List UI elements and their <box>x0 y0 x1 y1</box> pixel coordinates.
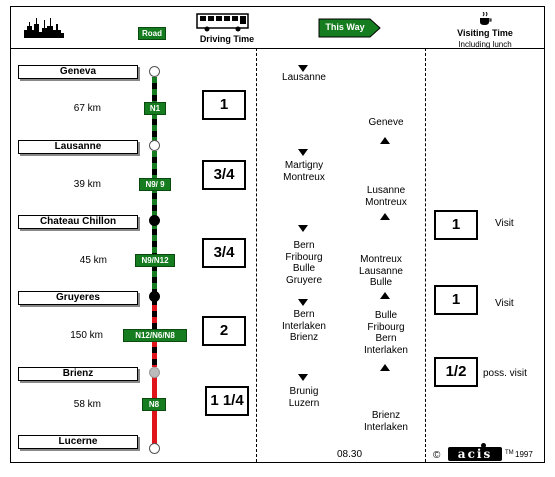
city-label-gruyeres: Gruyeres <box>18 291 138 305</box>
road-number-badge: N12/N6/N8 <box>123 329 187 342</box>
city-node-lucerne <box>149 443 160 454</box>
driving-time-box: 3/4 <box>202 238 246 268</box>
leg-distance: 58 km <box>73 399 101 410</box>
city-node-chateau-chillon <box>149 215 160 226</box>
visit-label: Visit <box>495 298 514 309</box>
visit-time-box: 1/2 <box>434 357 478 387</box>
return-arrow-icon <box>380 137 390 144</box>
city-label-geneva: Geneva <box>18 65 138 79</box>
road-number-badge: N9/ 9 <box>139 178 171 191</box>
outbound-stop: Lausanne <box>282 72 326 83</box>
visiting-time-label: Visiting Time <box>457 28 513 38</box>
column-divider-right <box>425 48 426 462</box>
logo-dot-icon <box>481 443 486 448</box>
city-node-gruyeres <box>149 291 160 302</box>
city-label-brienz: Brienz <box>18 367 138 381</box>
road-number-badge: N9/N12 <box>135 254 175 267</box>
leg-distance: 45 km <box>79 255 107 266</box>
coffee-cup-icon <box>478 11 492 31</box>
visit-time-box: 1 <box>434 285 478 315</box>
leg-distance: 150 km <box>70 330 103 341</box>
visit-label: poss. visit <box>483 368 527 379</box>
outbound-arrow-icon <box>298 374 308 381</box>
visit-time-box: 1 <box>434 210 478 240</box>
city-node-lausanne <box>149 140 160 151</box>
road-legend-badge: Road <box>138 27 166 40</box>
outbound-arrow-icon <box>298 65 308 72</box>
driving-time-box: 1 <box>202 90 246 120</box>
return-arrow-icon <box>380 292 390 299</box>
acis-logo: acis <box>448 447 502 461</box>
road-number-badge: N8 <box>142 398 166 411</box>
city-skyline-icon <box>24 14 64 43</box>
outbound-arrow-icon <box>298 225 308 232</box>
city-label-lucerne: Lucerne <box>18 435 138 449</box>
leg-distance: 39 km <box>73 179 101 190</box>
column-divider-left <box>256 48 257 462</box>
header-divider <box>10 48 545 49</box>
copyright-year: 1997 <box>515 450 533 459</box>
city-node-geneva <box>149 66 160 77</box>
outbound-arrow-icon <box>298 149 308 156</box>
road-number-badge: N1 <box>144 102 166 115</box>
city-node-brienz <box>149 367 160 378</box>
this-way-label: This Way <box>325 22 365 32</box>
trademark-label: TM <box>505 450 514 456</box>
return-arrow-icon <box>380 364 390 371</box>
driving-time-box: 2 <box>202 316 246 346</box>
this-way-arrow-icon: This Way <box>318 17 382 39</box>
leg-distance: 67 km <box>73 103 101 114</box>
outbound-arrow-icon <box>298 299 308 306</box>
city-label-chateau-chillon: Chateau Chillon <box>18 215 138 229</box>
bus-icon <box>196 12 250 37</box>
copyright-symbol: © <box>433 450 441 461</box>
departure-time: 08.30 <box>337 449 363 460</box>
visit-label: Visit <box>495 218 514 229</box>
return-arrow-icon <box>380 213 390 220</box>
driving-time-box: 3/4 <box>202 160 246 190</box>
return-stop: Geneve <box>368 117 404 128</box>
driving-time-box: 1 1/4 <box>205 386 249 416</box>
visiting-time-sublabel: Including lunch <box>458 40 512 49</box>
city-label-lausanne: Lausanne <box>18 140 138 154</box>
driving-time-label: Driving Time <box>199 34 255 44</box>
diagram-frame <box>10 6 545 463</box>
